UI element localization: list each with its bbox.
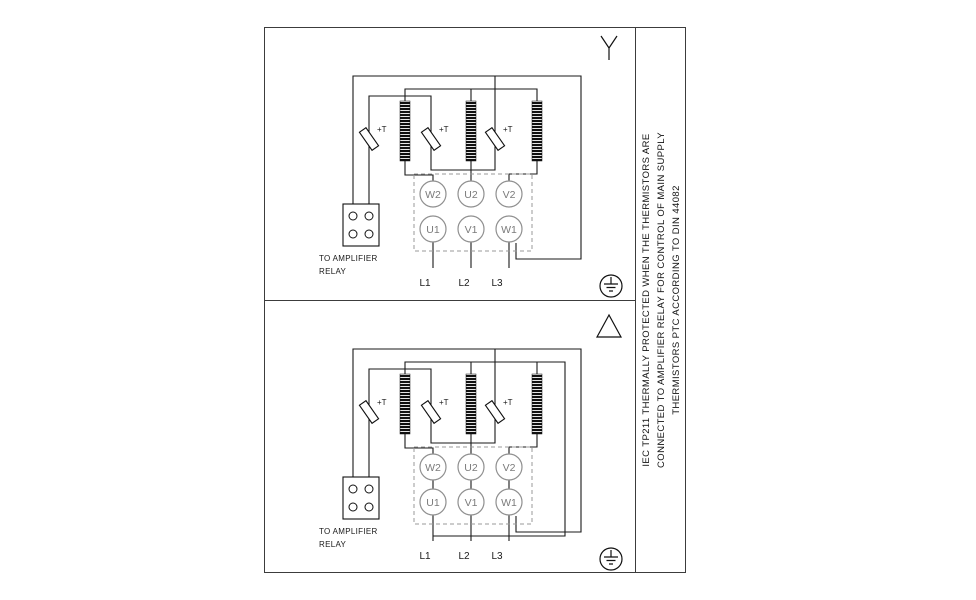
relay-label-line2: RELAY bbox=[319, 267, 347, 276]
thermistor-label: +T bbox=[503, 398, 513, 407]
supply-label-l1: L1 bbox=[419, 278, 431, 289]
terminal-v1: V1 bbox=[457, 215, 485, 243]
terminal-label-v1: V1 bbox=[465, 497, 478, 509]
note-line-1: IEC TP211 THERMALLY PROTECTED WHEN THE T… bbox=[640, 133, 652, 467]
terminal-w1: W1 bbox=[495, 488, 523, 516]
terminal-label-v1: V1 bbox=[465, 224, 478, 236]
amplifier-relay-block bbox=[342, 476, 380, 520]
supply-label-l3: L3 bbox=[491, 551, 503, 562]
note-line-2: CONNECTED TO AMPLIFIER RELAY FOR CONTROL… bbox=[655, 132, 667, 468]
terminal-w2: W2 bbox=[419, 180, 447, 208]
diagram-frame: +T +T +T TO AMPLIFIER RELAY W2 U2 bbox=[264, 27, 686, 573]
amplifier-relay-block bbox=[342, 203, 380, 247]
terminal-label-v2: V2 bbox=[503, 462, 516, 474]
terminal-label-u1: U1 bbox=[426, 497, 440, 509]
note-line-3: THERMISTORS PTC ACCORDING TO DIN 44082 bbox=[670, 185, 682, 415]
terminal-w1: W1 bbox=[495, 215, 523, 243]
terminal-u1: U1 bbox=[419, 215, 447, 243]
panel-divider bbox=[265, 300, 635, 301]
earth-ground-icon bbox=[599, 547, 623, 571]
terminal-u2: U2 bbox=[457, 180, 485, 208]
wiring-delta bbox=[352, 348, 582, 541]
winding-coil bbox=[531, 373, 543, 435]
earth-ground-icon bbox=[599, 274, 623, 298]
winding-coil bbox=[465, 100, 477, 162]
winding-coil bbox=[399, 373, 411, 435]
winding-coil bbox=[399, 100, 411, 162]
delta-connection-icon bbox=[595, 313, 623, 338]
thermistor-symbol bbox=[358, 399, 380, 425]
terminal-board-outline bbox=[413, 173, 533, 252]
terminal-board-outline bbox=[413, 446, 533, 525]
panel-delta-connection: +T +T +T TO AMPLIFIER RELAY W2 U2 bbox=[319, 313, 623, 571]
terminal-label-w2: W2 bbox=[425, 462, 441, 474]
thermistor-symbol bbox=[484, 126, 506, 152]
terminal-label-u1: U1 bbox=[426, 224, 440, 236]
terminal-label-w1: W1 bbox=[501, 224, 517, 236]
terminal-label-u2: U2 bbox=[464, 189, 478, 201]
thermistor-label: +T bbox=[377, 398, 387, 407]
winding-coil bbox=[465, 373, 477, 435]
terminal-label-w1: W1 bbox=[501, 497, 517, 509]
relay-label-line1: TO AMPLIFIER bbox=[319, 254, 378, 263]
thermistor-label: +T bbox=[377, 125, 387, 134]
terminal-u1: U1 bbox=[419, 488, 447, 516]
terminal-label-w2: W2 bbox=[425, 189, 441, 201]
terminal-label-v2: V2 bbox=[503, 189, 516, 201]
thermistor-symbol bbox=[420, 126, 442, 152]
panel-star-connection: +T +T +T TO AMPLIFIER RELAY W2 U2 bbox=[319, 35, 623, 298]
thermistor-label: +T bbox=[439, 125, 449, 134]
supply-label-l1: L1 bbox=[419, 551, 431, 562]
terminal-u2: U2 bbox=[457, 453, 485, 481]
thermistor-symbol bbox=[358, 126, 380, 152]
terminal-v2: V2 bbox=[495, 453, 523, 481]
winding-coil bbox=[531, 100, 543, 162]
supply-label-l2: L2 bbox=[458, 551, 470, 562]
supply-label-l2: L2 bbox=[458, 278, 470, 289]
terminal-v1: V1 bbox=[457, 488, 485, 516]
thermistor-symbol bbox=[420, 399, 442, 425]
terminal-v2: V2 bbox=[495, 180, 523, 208]
supply-label-l3: L3 bbox=[491, 278, 503, 289]
thermistor-label: +T bbox=[503, 125, 513, 134]
relay-label-line2: RELAY bbox=[319, 540, 347, 549]
thermistor-note: IEC TP211 THERMALLY PROTECTED WHEN THE T… bbox=[636, 28, 686, 572]
terminal-label-u2: U2 bbox=[464, 462, 478, 474]
thermistor-symbol bbox=[484, 399, 506, 425]
star-connection-icon bbox=[600, 35, 618, 60]
note-column: IEC TP211 THERMALLY PROTECTED WHEN THE T… bbox=[635, 28, 686, 572]
thermistor-label: +T bbox=[439, 398, 449, 407]
terminal-w2: W2 bbox=[419, 453, 447, 481]
relay-label-line1: TO AMPLIFIER bbox=[319, 527, 378, 536]
